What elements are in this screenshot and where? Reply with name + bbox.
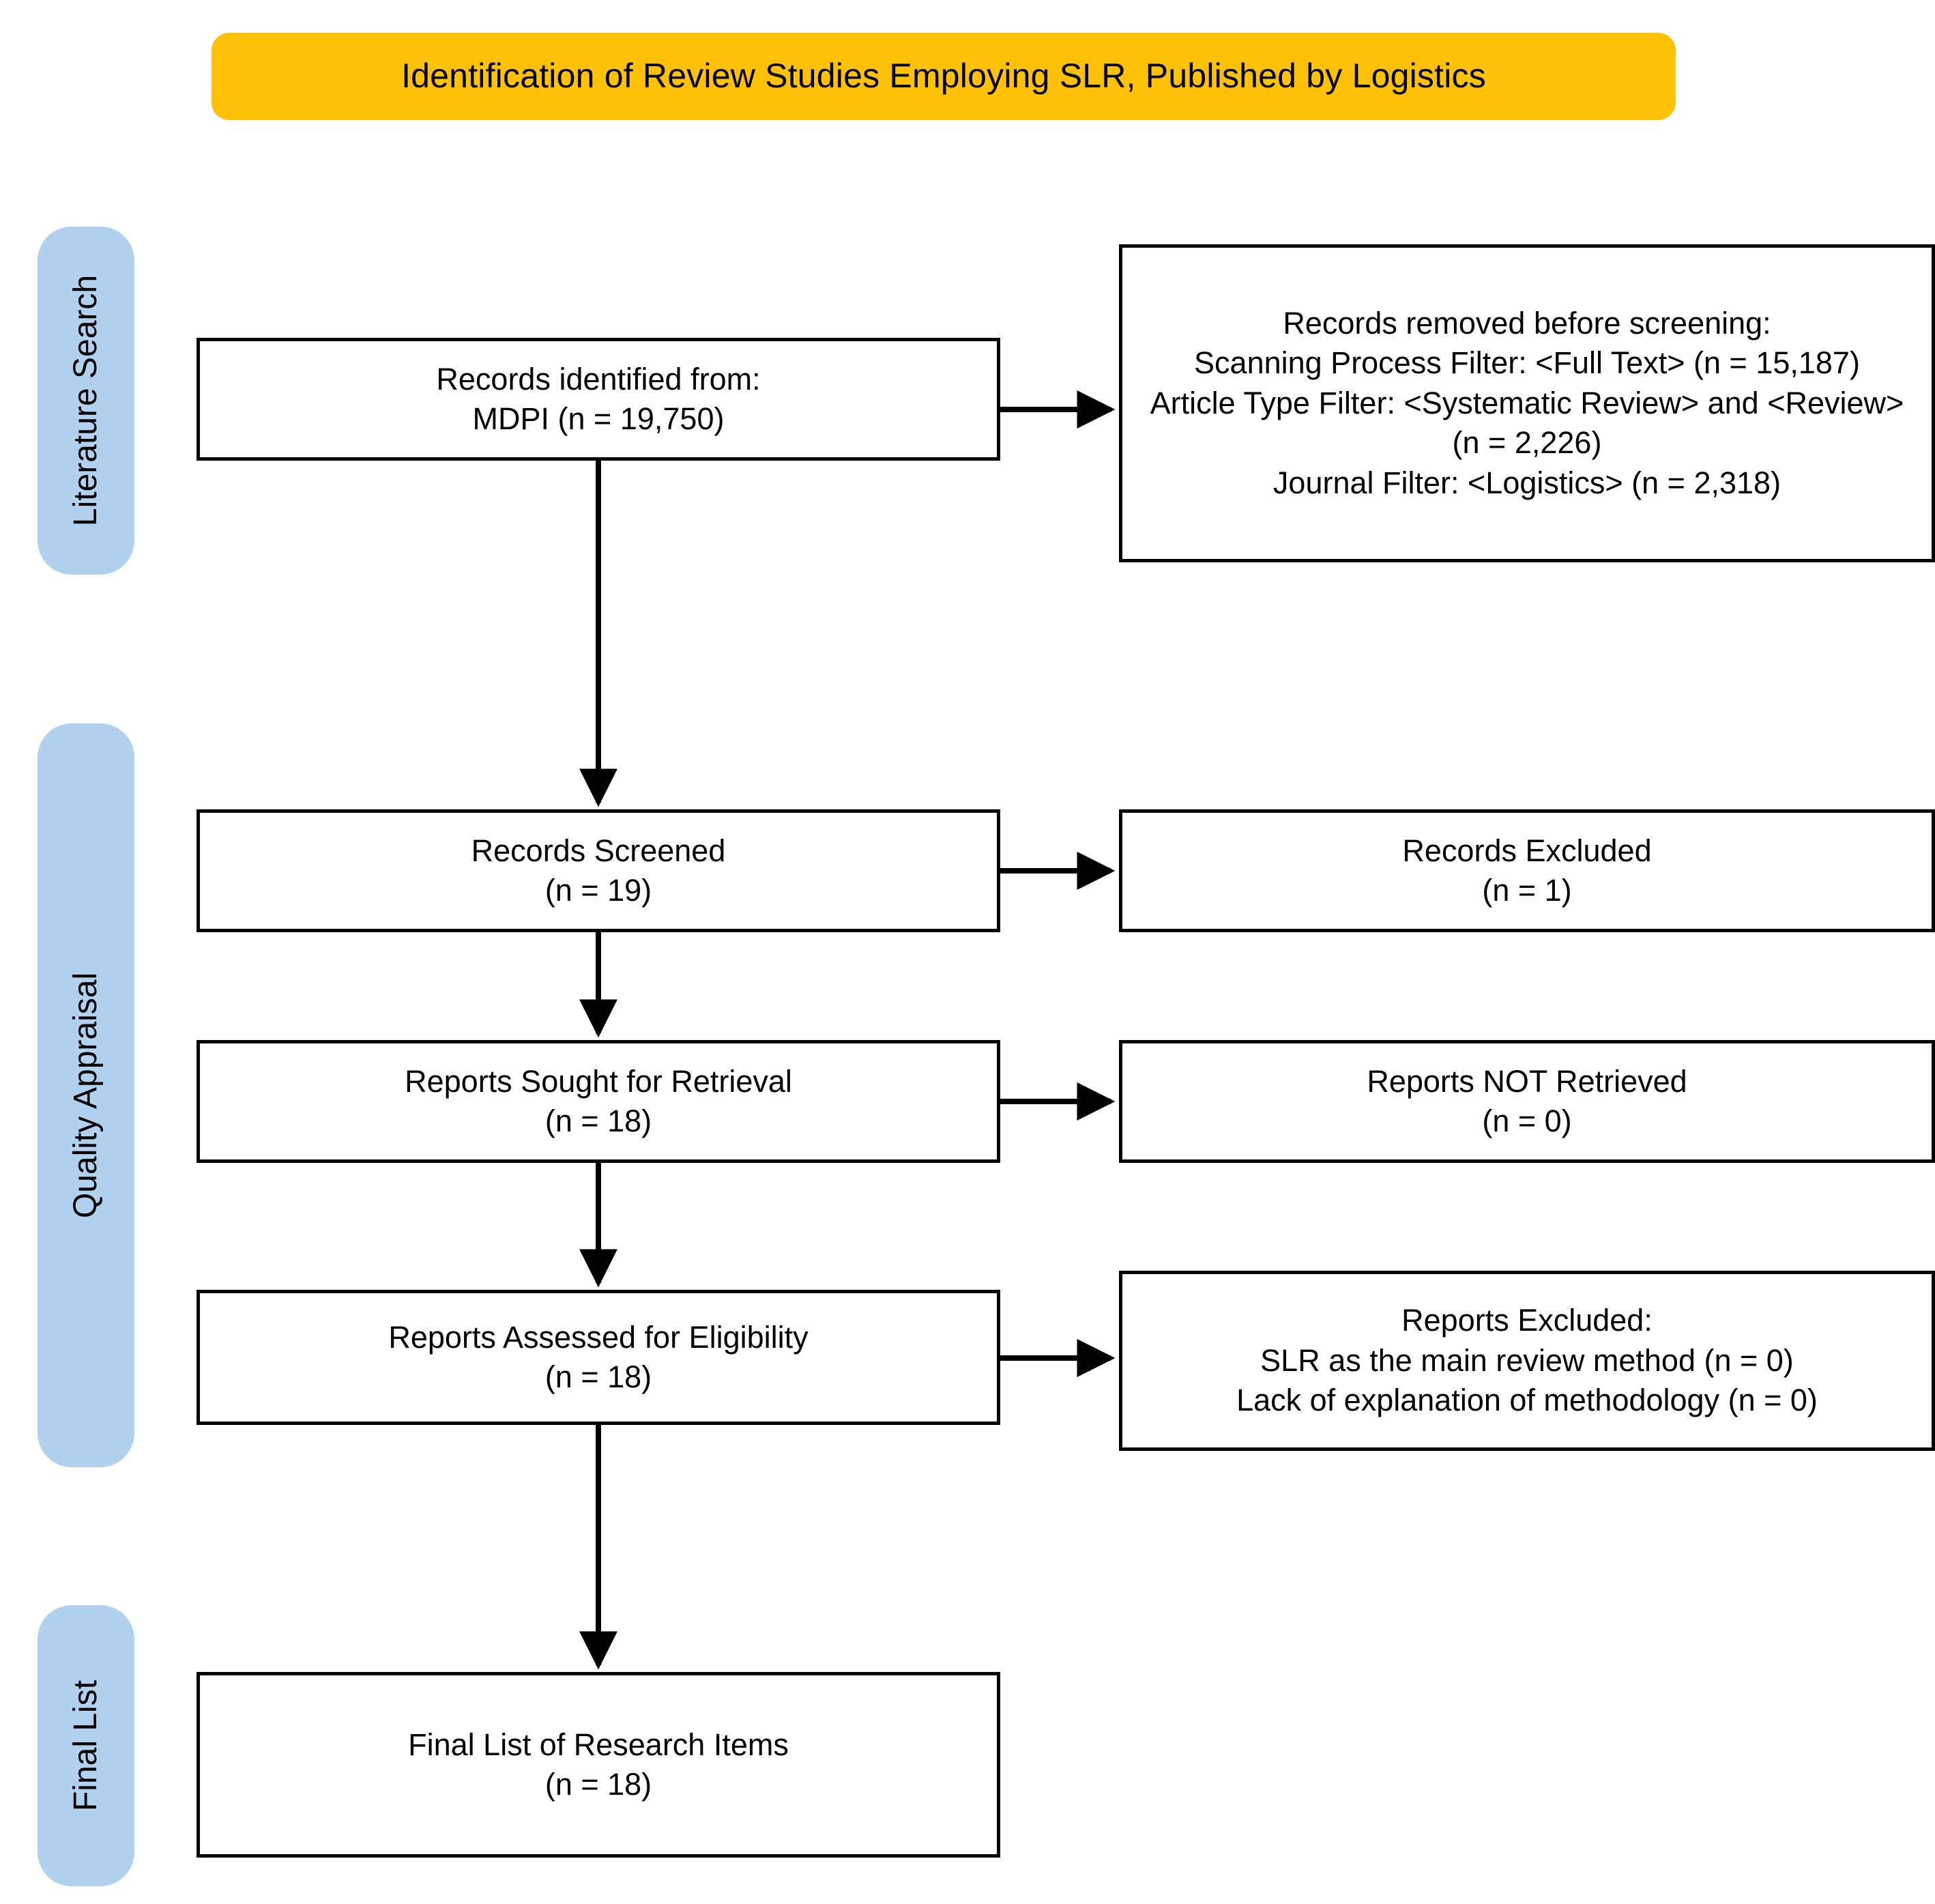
node-records-screened: Records Screened (n = 19)	[197, 809, 1000, 932]
node-text: Records removed before screening: Scanni…	[1150, 305, 1904, 500]
stage-label-literature-search: Literature Search	[38, 227, 134, 575]
page-title: Identification of Review Studies Employi…	[401, 57, 1486, 96]
node-reports-excluded: Reports Excluded: SLR as the main review…	[1119, 1271, 1935, 1451]
node-reports-not-retrieved: Reports NOT Retrieved (n = 0)	[1119, 1040, 1935, 1163]
node-text: Records Excluded (n = 1)	[1402, 833, 1652, 908]
node-text: Records identified from: MDPI (n = 19,75…	[436, 361, 761, 437]
node-text: Records Screened (n = 19)	[471, 833, 726, 908]
stage-label-quality-appraisal: Quality Appraisal	[38, 723, 134, 1467]
stage-label-text: Final List	[68, 1679, 104, 1812]
diagram-title-banner: Identification of Review Studies Employi…	[212, 33, 1676, 120]
stage-label-text: Quality Appraisal	[68, 972, 104, 1219]
node-records-identified: Records identified from: MDPI (n = 19,75…	[197, 338, 1000, 461]
node-text: Reports Assessed for Eligibility (n = 18…	[388, 1319, 809, 1395]
node-final-list-of-research-items: Final List of Research Items (n = 18)	[197, 1672, 1000, 1858]
node-records-excluded: Records Excluded (n = 1)	[1119, 809, 1935, 932]
node-text: Final List of Research Items (n = 18)	[408, 1727, 789, 1802]
stage-label-text: Literature Search	[68, 274, 104, 527]
node-reports-assessed-for-eligibility: Reports Assessed for Eligibility (n = 18…	[197, 1290, 1000, 1425]
node-records-removed-before-screening: Records removed before screening: Scanni…	[1119, 244, 1935, 562]
node-text: Reports Sought for Retrieval (n = 18)	[405, 1063, 792, 1139]
node-reports-sought-for-retrieval: Reports Sought for Retrieval (n = 18)	[197, 1040, 1000, 1163]
stage-label-final-list: Final List	[38, 1605, 134, 1886]
node-text: Reports Excluded: SLR as the main review…	[1236, 1303, 1818, 1418]
node-text: Reports NOT Retrieved (n = 0)	[1367, 1063, 1687, 1139]
